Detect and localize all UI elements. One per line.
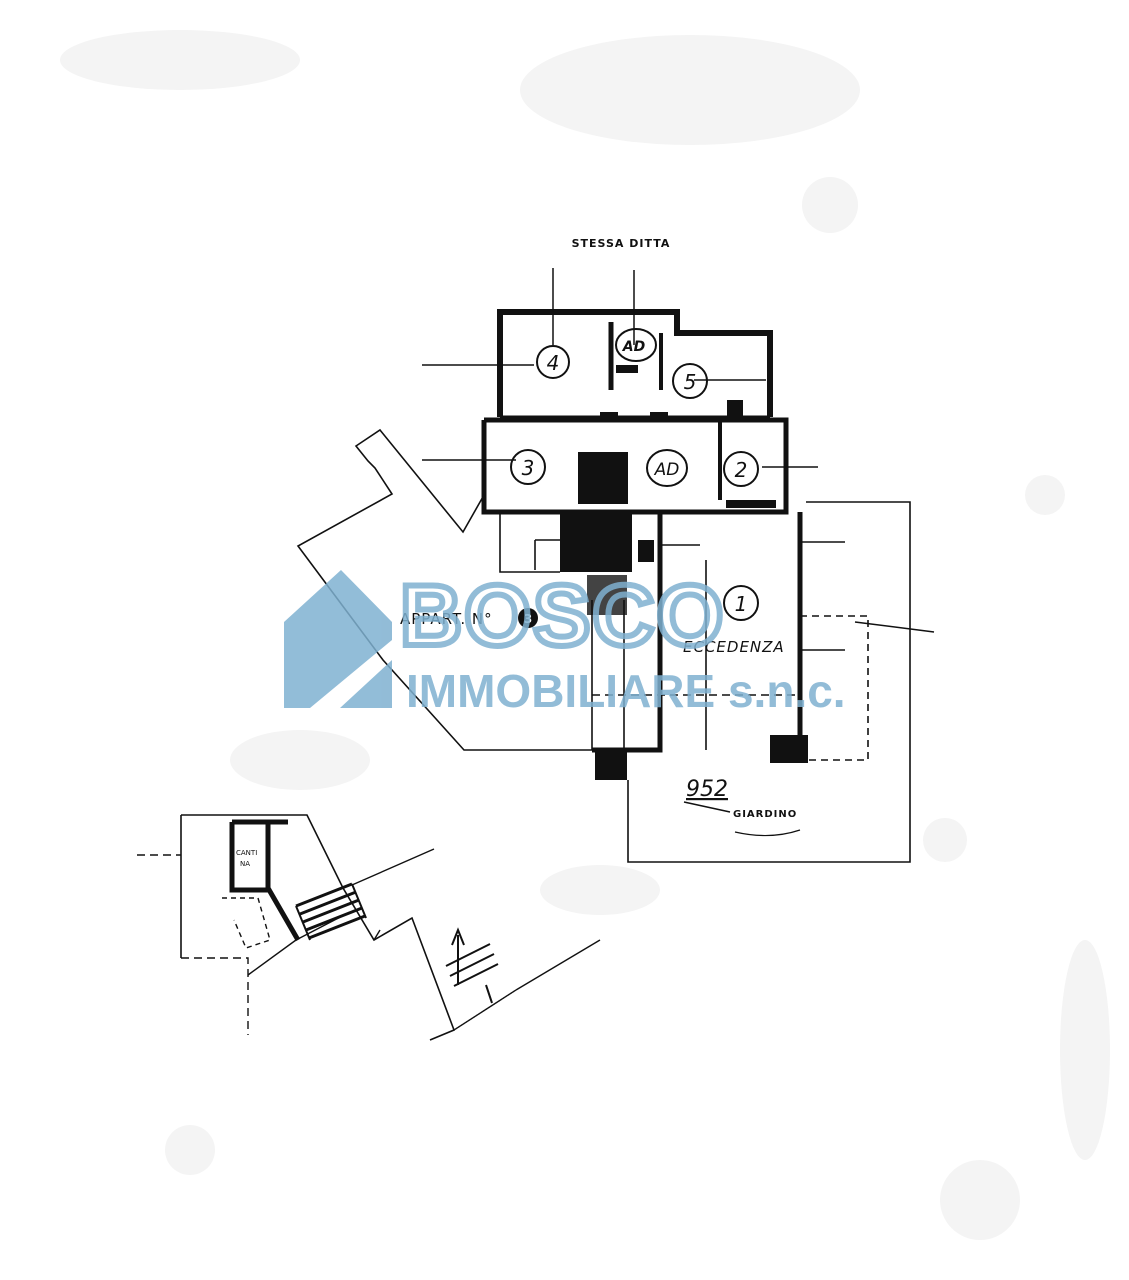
room-numbers: 4 AD 5 3 AD 2 1 (522, 339, 748, 616)
garden-arrow (734, 829, 801, 837)
apartment-number-circle (518, 608, 538, 628)
room-5-label: 5 (684, 370, 697, 394)
room-markers (510, 328, 759, 621)
brand-subtitle: IMMOBILIARE s.n.c. (406, 665, 846, 717)
site-outline (296, 428, 911, 863)
header-label: STESSA DITTA (572, 237, 671, 250)
room-4-label: 4 (547, 351, 560, 375)
cellar-label-line1: CANTI (236, 849, 257, 857)
room-5-circle (672, 363, 708, 399)
apartment-plan (481, 309, 808, 780)
scan-smudges (60, 30, 1110, 1240)
parcel-number: 952 (686, 777, 728, 802)
room-ad-lower-circle (646, 449, 688, 487)
room-2-circle (723, 451, 759, 487)
room-1-label: 1 (735, 592, 748, 616)
room-ad-upper-label: AD (622, 339, 645, 355)
garden-label: GIARDINO (733, 809, 797, 820)
room-1-circle (723, 585, 759, 621)
apartment-label: APPART. N° (400, 610, 493, 628)
room-4-circle (536, 345, 570, 379)
cellar-plan (137, 814, 601, 1041)
room-2-label: 2 (735, 458, 748, 482)
room-3-circle (510, 449, 546, 485)
cellar-stair (295, 882, 367, 941)
room-3-label: 3 (522, 456, 535, 480)
cellar-label-line2: NA (240, 860, 250, 868)
house-logo (284, 570, 392, 708)
brand-name: BOSCO (400, 568, 725, 664)
surplus-label: ECCEDENZA (683, 638, 785, 656)
parcel-underline (683, 801, 731, 813)
entry-steps (445, 927, 499, 1004)
room-ad-upper-circle (615, 328, 657, 362)
apartment-number: 3 (524, 612, 532, 626)
room-ad-lower-label: AD (654, 460, 680, 480)
brand-watermark: BOSCO IMMOBILIARE s.n.c. (284, 565, 846, 717)
